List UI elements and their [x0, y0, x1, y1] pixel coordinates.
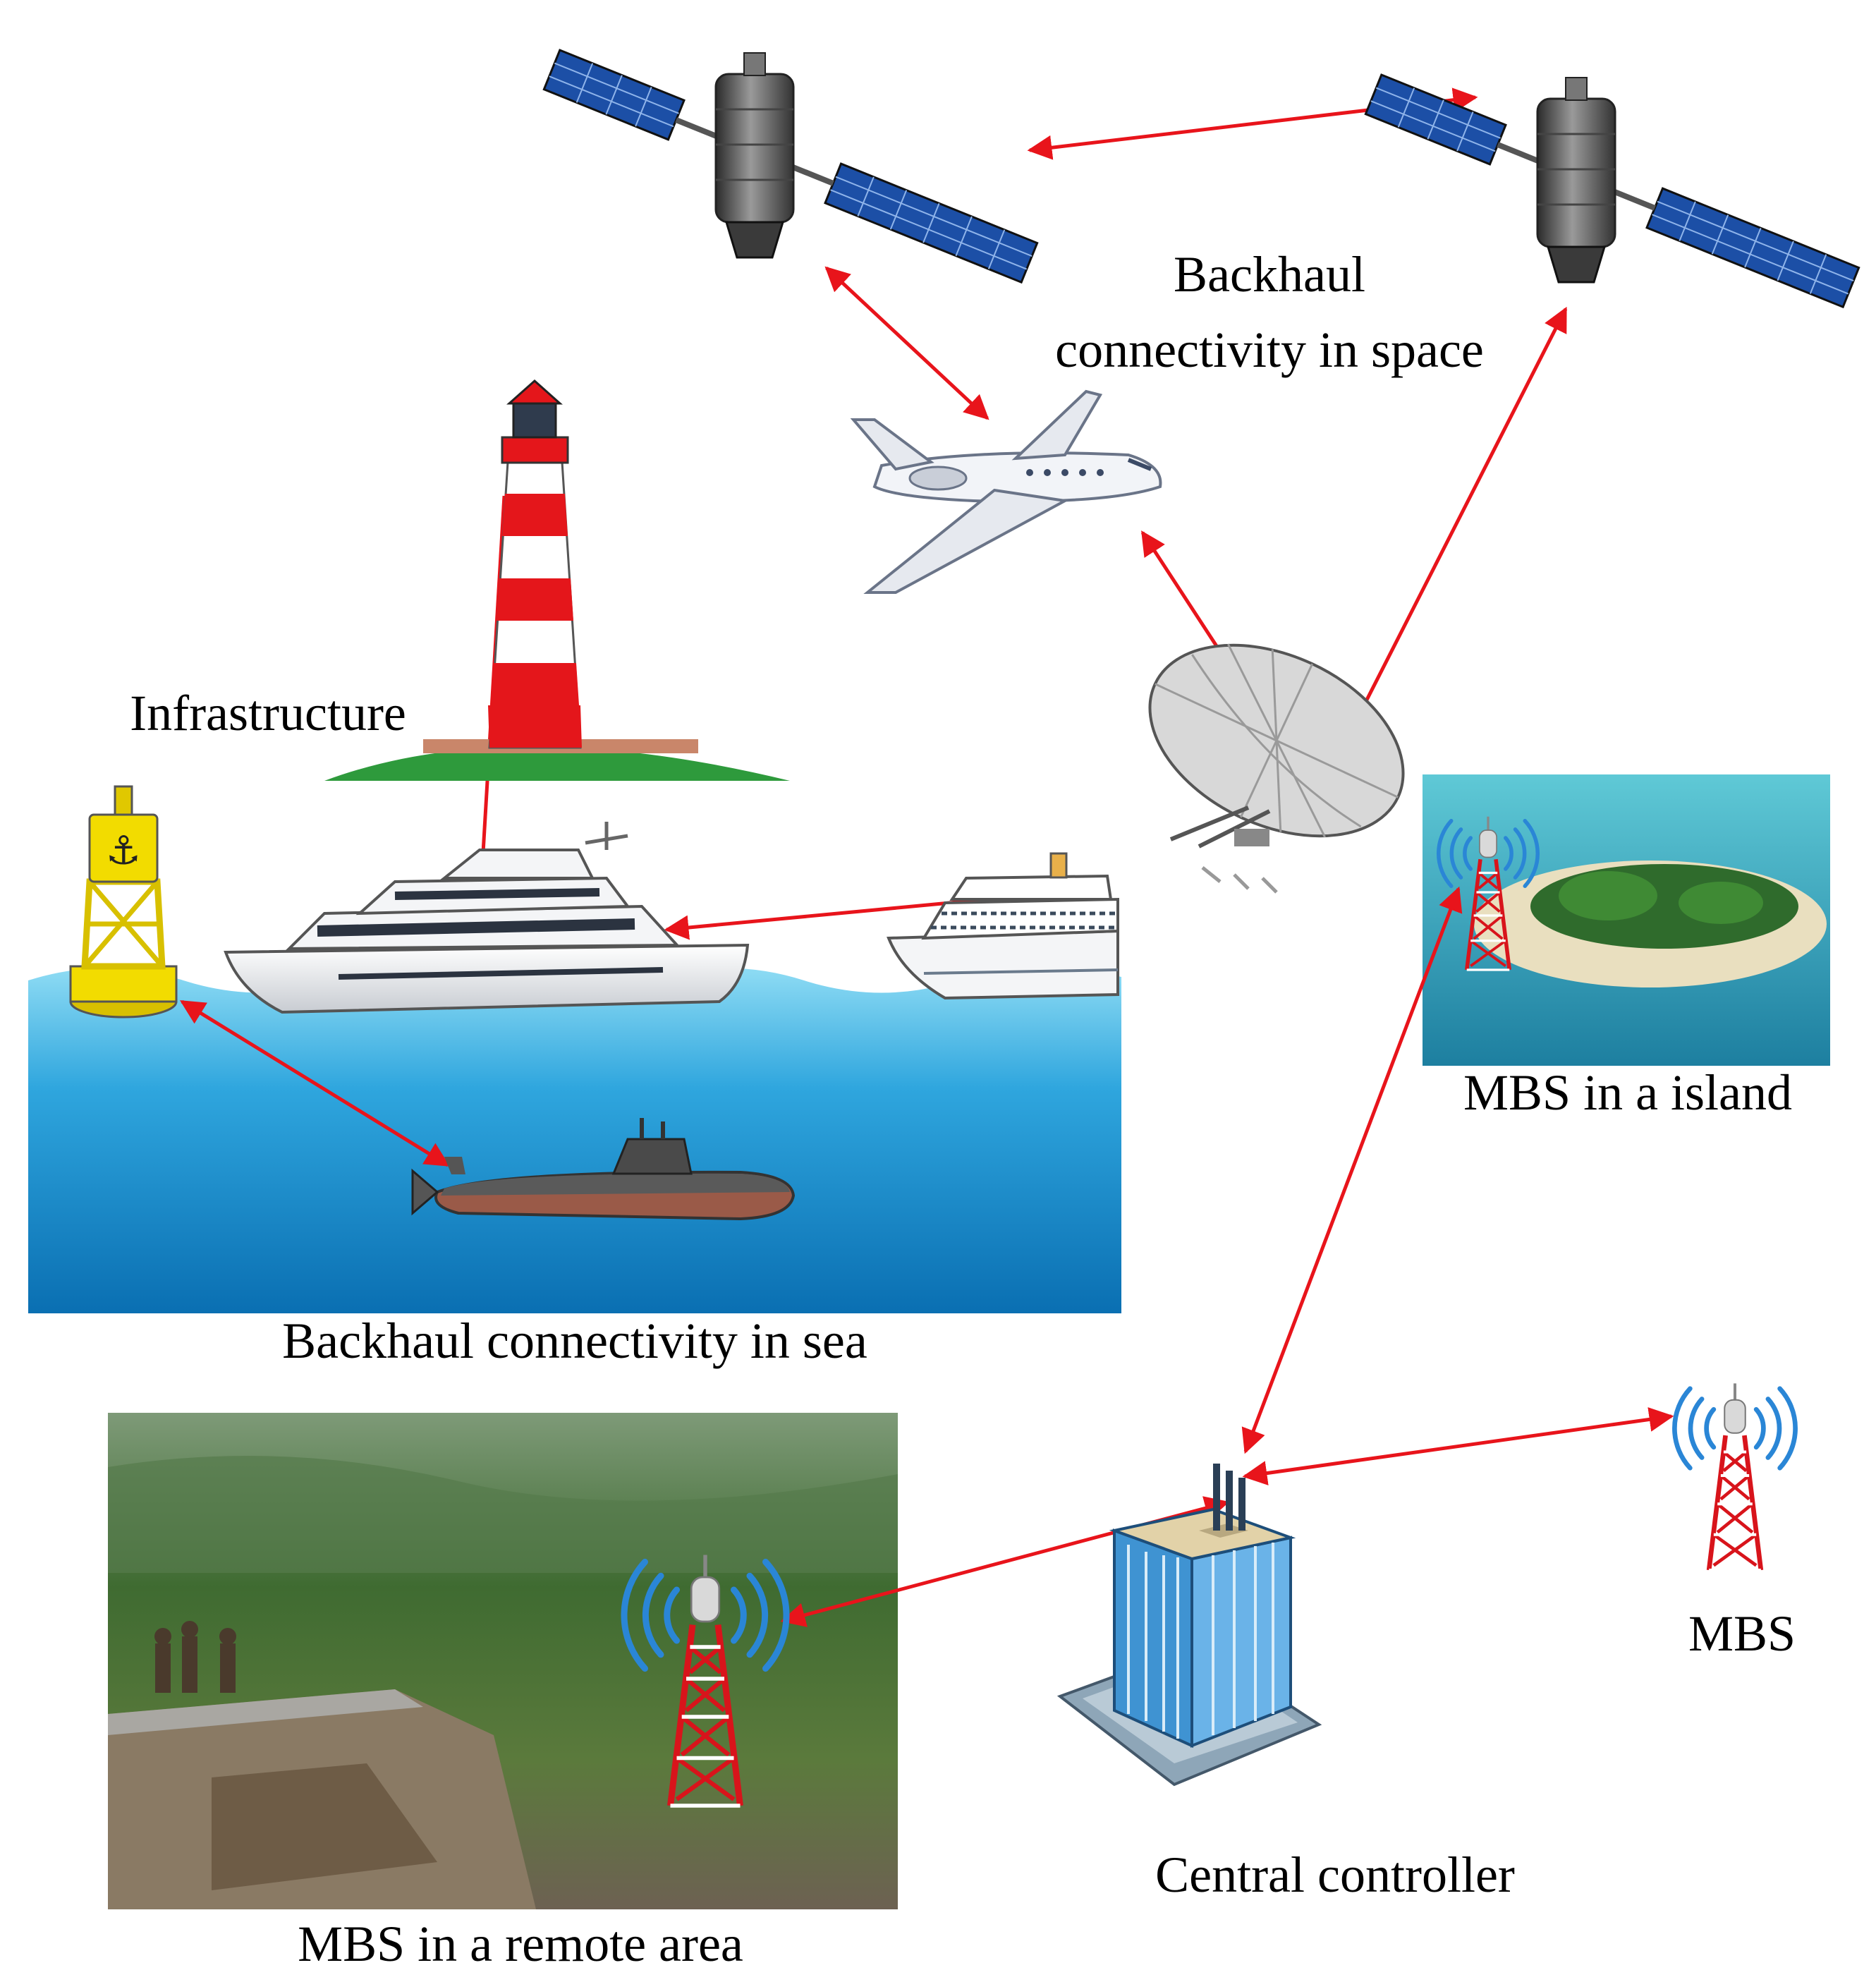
island-photo [1423, 774, 1830, 1066]
yacht-icon [224, 822, 750, 1014]
label-mbs: MBS [1688, 1605, 1796, 1662]
cruise-ship-icon [887, 852, 1119, 1000]
buoy-icon: ⚓ [69, 785, 178, 1019]
label-mbs-remote: MBS in a remote area [298, 1916, 743, 1972]
label-backhaul-space: Backhaul [1174, 246, 1365, 303]
airplane-icon [850, 389, 1162, 594]
dish-antenna-icon [1148, 643, 1405, 894]
anchor-icon: ⚓ [106, 828, 141, 874]
label-backhaul-space-line2: connectivity in space [1055, 322, 1484, 378]
link-yacht-cruise [664, 889, 990, 940]
label-central-controller: Central controller [1155, 1847, 1515, 1903]
satellite-icon [1364, 73, 1860, 308]
link-controller-mbs [1242, 1407, 1674, 1485]
link-buoy-submarine [180, 999, 450, 1167]
lighthouse-icon [324, 379, 790, 781]
label-backhaul-sea: Backhaul connectivity in sea [282, 1313, 867, 1369]
satellite-icon [542, 49, 1039, 284]
submarine-icon [411, 1118, 796, 1221]
building-icon [1056, 1464, 1322, 1787]
link-satellite-airplane [824, 266, 989, 420]
label-mbs-island: MBS in a island [1463, 1064, 1792, 1121]
label-infrastructure: Infrastructure [130, 685, 406, 741]
sea-scene [28, 967, 1121, 1313]
link-satellite-dish [1341, 306, 1568, 748]
cell-tower-icon [1674, 1383, 1795, 1570]
remote-area-photo [108, 1413, 898, 1909]
link-island-controller [1241, 886, 1463, 1454]
labels: Backhaul connectivity in space Infrastru… [130, 246, 1796, 1972]
